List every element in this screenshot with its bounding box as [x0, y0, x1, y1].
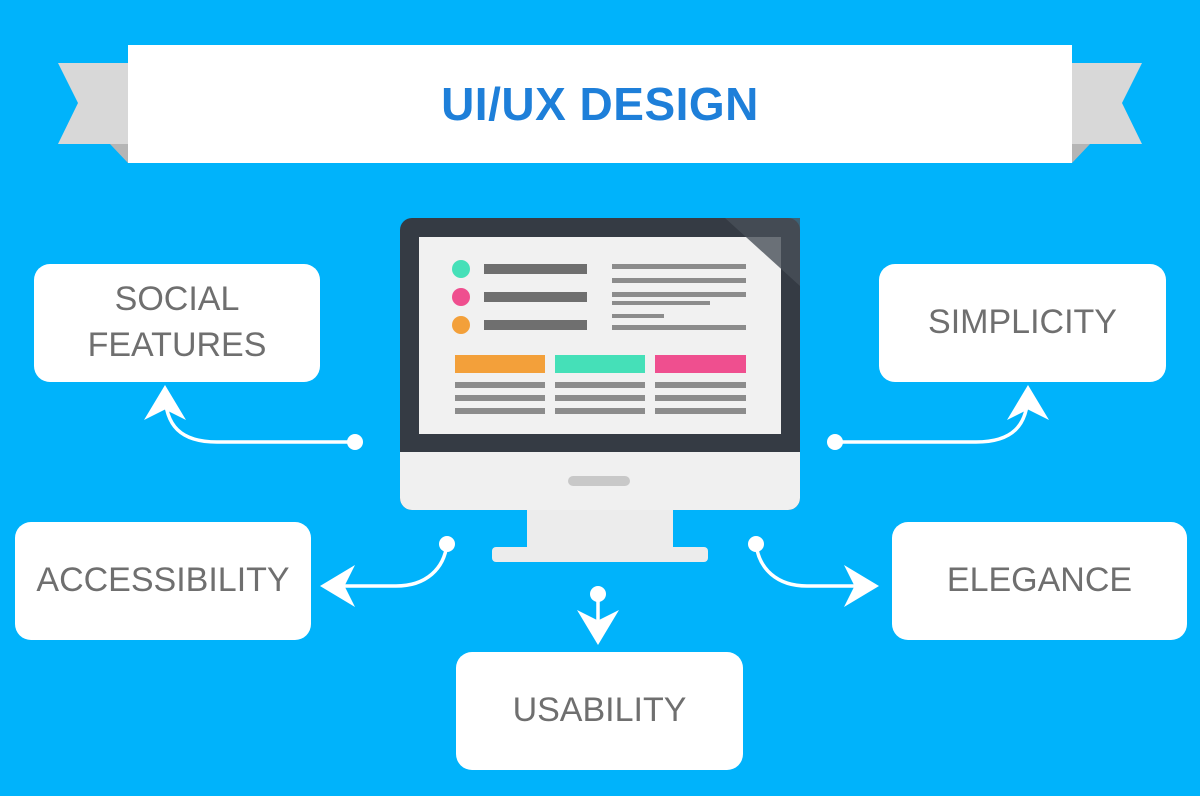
- connector-dot-usability: [590, 586, 606, 602]
- monitor-chin-top: [400, 452, 800, 472]
- card-line-5: [555, 395, 645, 401]
- connector-start-dots: [347, 434, 843, 602]
- orange-status-dot: [452, 316, 470, 334]
- card-line-9: [655, 408, 746, 414]
- card-line-4: [555, 382, 645, 388]
- left-ribbon-fold: [110, 144, 128, 163]
- title-banner: UI/UX DESIGN: [128, 45, 1072, 163]
- simplicity-box: SIMPLICITY: [879, 264, 1166, 382]
- orange-card-header: [455, 355, 545, 373]
- monitor: [400, 218, 800, 562]
- connector-to-simplicity: [833, 385, 1049, 444]
- screen-ui-mockup: [452, 260, 746, 414]
- text-line-4: [612, 301, 710, 305]
- connector-dot-simplicity: [827, 434, 843, 450]
- accessibility-box: ACCESSIBILITY: [15, 522, 311, 640]
- page-title: UI/UX DESIGN: [441, 78, 759, 130]
- pink-status-dot: [452, 288, 470, 306]
- card-line-3: [455, 408, 545, 414]
- left-ribbon-tail: [58, 63, 128, 144]
- elegance-box: ELEGANCE: [892, 522, 1187, 640]
- monitor-logo-slot: [568, 476, 630, 486]
- green-status-dot: [452, 260, 470, 278]
- card-line-8: [655, 395, 746, 401]
- screen-glare: [725, 218, 800, 286]
- text-line-2: [612, 278, 746, 283]
- connector-dot-accessibility: [439, 536, 455, 552]
- social-features-box: SOCIAL FEATURES: [34, 264, 320, 382]
- monitor-base: [492, 547, 708, 562]
- card-line-6: [555, 408, 645, 414]
- usability-box: USABILITY: [456, 652, 743, 770]
- title-ribbon: [58, 63, 1142, 163]
- usability-label: USABILITY: [512, 691, 687, 730]
- list-line-2: [484, 292, 587, 302]
- connector-dot-social-features: [347, 434, 363, 450]
- simplicity-label: SIMPLICITY: [928, 303, 1117, 342]
- list-line-3: [484, 320, 587, 330]
- elegance-label: ELEGANCE: [946, 561, 1133, 600]
- connector-to-social-features: [144, 385, 357, 444]
- monitor-chin: [400, 452, 800, 510]
- text-line-1: [612, 264, 746, 269]
- monitor-frame: [400, 218, 800, 510]
- right-ribbon-tail: [1072, 63, 1142, 144]
- connector-to-accessibility: [320, 542, 449, 607]
- list-line-1: [484, 264, 587, 274]
- connector-to-elegance: [754, 542, 879, 607]
- accessibility-label: ACCESSIBILITY: [36, 561, 290, 600]
- right-ribbon-fold: [1072, 144, 1090, 163]
- social-features-label: SOCIAL FEATURES: [87, 280, 267, 364]
- card-line-2: [455, 395, 545, 401]
- monitor-neck: [527, 510, 673, 548]
- connector-dot-elegance: [748, 536, 764, 552]
- text-line-3: [612, 292, 746, 297]
- card-line-7: [655, 382, 746, 388]
- text-line-5: [612, 314, 664, 318]
- card-line-1: [455, 382, 545, 388]
- text-line-6: [612, 325, 746, 330]
- green-card-header: [555, 355, 645, 373]
- pink-card-header: [655, 355, 746, 373]
- monitor-screen: [419, 237, 781, 434]
